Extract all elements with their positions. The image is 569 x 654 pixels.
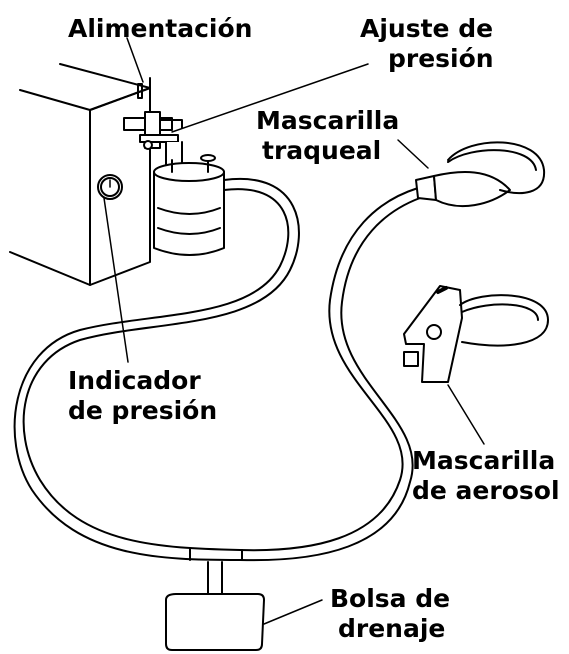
label-aerosol-mask: Mascarilla de aerosol [412, 446, 560, 505]
leader-drain-bag [263, 599, 323, 625]
drain-bag [165, 561, 265, 651]
leader-aerosol-mask [447, 384, 485, 445]
label-pressure-gauge: Indicador de presión [68, 366, 218, 425]
power-switch [137, 83, 143, 99]
label-pressure-adjust: Ajuste de presión [360, 14, 494, 73]
leader-tracheal-mask [397, 139, 429, 169]
label-tracheal-mask: Mascarilla traqueal [256, 106, 400, 165]
aerosol-mask [403, 285, 549, 383]
leader-pressure-gauge [103, 197, 129, 363]
label-power: Alimentación [68, 14, 253, 43]
pressure-valve [123, 111, 183, 171]
nebulizer-cup [153, 154, 225, 256]
compressor-unit [9, 63, 151, 286]
leader-pressure-adjust [171, 63, 369, 133]
leader-lines [103, 37, 485, 625]
label-drain-bag: Bolsa de drenaje [330, 584, 451, 643]
leader-power [126, 37, 144, 83]
main-tube [13, 177, 421, 562]
pressure-gauge-dial [97, 174, 123, 200]
tracheal-mask [415, 141, 546, 207]
